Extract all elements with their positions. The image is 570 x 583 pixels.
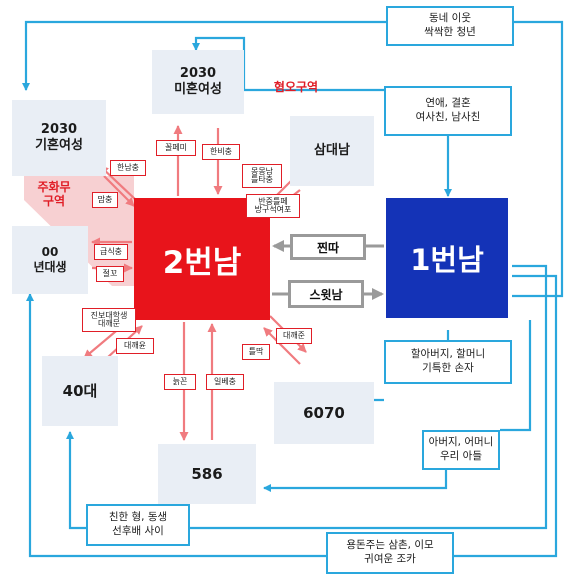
parents-right-line [500,320,532,432]
relation-dating: 연애, 결혼 여사친, 남사친 [384,86,512,136]
label-hannam: 한남충 [110,160,146,176]
label-geupsik: 급식충 [94,244,128,260]
node-586: 586 [158,444,256,504]
zone-juhwak: 주화무 구역 [37,180,71,209]
arrow-to-6070-2 [263,327,301,365]
relation-neighbor: 동네 이웃 싹싹한 청년 [386,6,514,46]
node-nyeondae: 00 년대생 [12,226,88,294]
relation-parents: 아버지, 어머니 우리 아들 [422,430,500,470]
relation-siblings: 친한 형, 동생 선후배 사이 [86,504,190,546]
label-jjinda: 찐따 [290,234,366,260]
label-jinbo: 진보대학생 대깨문 [82,308,136,332]
node-1beonnam: 1번남 [386,198,508,318]
node-forties: 40대 [42,356,118,426]
arrow-to-gihon-1 [99,165,137,201]
parents-line [263,470,448,492]
uncle-line [26,293,326,558]
uncle-right-line [454,274,558,558]
label-neulkkeun: 늙꼰 [164,374,196,390]
dating-left-line [192,36,384,92]
neighbor-right-line [512,20,564,298]
label-ggol: 꼴페미 [156,140,196,156]
relation-grandparents: 할아버지, 할머니 기특한 손자 [384,340,512,384]
relation-uncle: 용돈주는 삼촌, 이모 귀여운 조카 [326,532,454,574]
siblings-line [66,431,86,530]
label-mangjung: 맘충 [92,192,118,208]
neighbor-line [22,20,386,91]
node-samdae: 삼대남 [290,116,374,186]
label-hanbi: 한비충 [202,144,240,160]
label-daeggaejun: 대깨준 [276,328,312,344]
label-daeggae: 대깨윤 [116,338,154,354]
node-6070: 6070 [274,382,374,444]
node-gihon: 2030 기혼여성 [12,100,106,176]
label-bangeun: 반중틀페 방구석여포 [246,194,300,218]
label-swit: 스윗남 [288,280,364,308]
label-ilbe: 일베충 [206,374,244,390]
node-mihon: 2030 미혼여성 [152,50,244,114]
label-jjeol: 절꼬 [96,266,124,282]
label-teul: 틀딱 [242,344,270,360]
label-bongsam: 몽몽남 틀타충 [242,164,282,188]
siblings-right-line [190,264,548,530]
node-2beonnam: 2번남 [134,198,270,320]
zone-hyeomo: 혐오구역 [273,80,319,94]
arrow-to-gihon-2 [103,175,135,207]
